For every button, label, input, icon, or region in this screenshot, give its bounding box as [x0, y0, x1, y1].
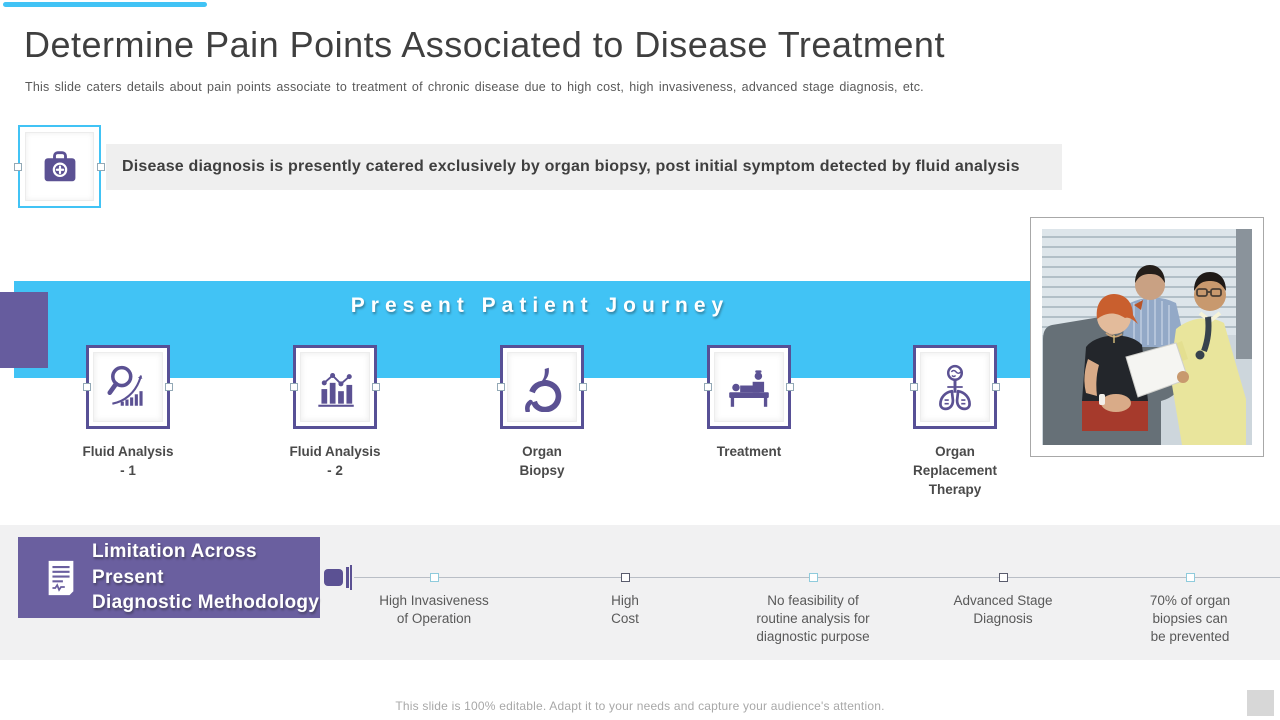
timeline-marker-3[interactable] — [808, 572, 818, 582]
fluid-analysis-search-icon — [107, 365, 143, 406]
selection-handle-left[interactable] — [290, 383, 298, 391]
page-subtitle: This slide caters details about pain poi… — [25, 80, 924, 94]
accent-top-bar — [3, 2, 207, 7]
step-label-organ-replacement: Organ Replacement Therapy — [912, 444, 998, 497]
step-label-fluid-analysis-1: Fluid Analysis - 1 — [82, 444, 174, 478]
timeline-marker-5[interactable] — [1185, 572, 1195, 582]
connector-bar — [346, 567, 349, 588]
medical-kit-icon — [44, 150, 75, 181]
journey-step-treatment[interactable] — [704, 345, 794, 429]
limitations-heading-box[interactable]: Limitation Across Present Diagnostic Met… — [18, 537, 320, 618]
step-label-fluid-analysis-2: Fluid Analysis - 2 — [289, 444, 381, 478]
step-panel — [715, 353, 783, 421]
selection-handle-right[interactable] — [165, 383, 173, 391]
limitations-heading: Limitation Across Present Diagnostic Met… — [92, 541, 320, 614]
timeline-marker-4[interactable] — [998, 572, 1008, 582]
limitation-label-1: High Invasiveness of Operation — [379, 593, 489, 627]
clipboard-report-icon — [48, 560, 74, 595]
step-panel — [94, 353, 162, 421]
medical-kit-panel — [26, 133, 93, 200]
selection-handle-left[interactable] — [83, 383, 91, 391]
journey-title: Present Patient Journey — [350, 294, 730, 317]
organ-lungs-icon — [939, 364, 971, 411]
limitation-label-4: Advanced Stage Diagnosis — [953, 593, 1053, 627]
journey-step-fluid-analysis-2[interactable] — [290, 345, 380, 429]
journey-step-fluid-analysis-1[interactable] — [83, 345, 173, 429]
corner-placeholder[interactable] — [1247, 690, 1274, 716]
connector-nub — [324, 569, 343, 586]
selection-handle-left[interactable] — [497, 383, 505, 391]
selection-handle-right[interactable] — [579, 383, 587, 391]
selection-handle-right[interactable] — [992, 383, 1000, 391]
highlight-text: Disease diagnosis is presently catered e… — [122, 158, 1020, 175]
consultation-photo-frame — [1030, 217, 1264, 457]
selection-handle-right[interactable] — [97, 162, 105, 171]
timeline-marker-1[interactable] — [429, 572, 439, 582]
selection-handle-left[interactable] — [704, 383, 712, 391]
journey-step-organ-biopsy[interactable] — [497, 345, 587, 429]
limitation-label-3: No feasibility of routine analysis for d… — [756, 593, 870, 645]
step-label-organ-biopsy: Organ Biopsy — [519, 444, 565, 478]
selection-handle-right[interactable] — [786, 383, 794, 391]
selection-handle-right[interactable] — [372, 383, 380, 391]
medical-kit-box[interactable] — [14, 125, 105, 208]
selection-handle-left[interactable] — [14, 162, 22, 171]
highlight-bar: Disease diagnosis is presently catered e… — [106, 144, 1062, 190]
step-panel — [301, 353, 369, 421]
step-panel — [921, 353, 989, 421]
limitation-label-2: High Cost — [611, 593, 639, 627]
selection-handle-left[interactable] — [910, 383, 918, 391]
step-panel — [508, 353, 576, 421]
patient-bed-icon — [729, 370, 769, 407]
stomach-icon — [525, 367, 562, 412]
left-accent-block — [0, 292, 48, 368]
page-title: Determine Pain Points Associated to Dise… — [24, 24, 945, 65]
footer-note: This slide is 100% editable. Adapt it to… — [395, 699, 885, 713]
connector-bar — [350, 565, 352, 590]
fluid-analysis-chart-icon — [318, 373, 354, 407]
consultation-photo — [1042, 229, 1252, 445]
limitation-label-5: 70% of organ biopsies can be prevented — [1149, 593, 1231, 645]
journey-step-organ-replacement[interactable] — [910, 345, 1000, 429]
step-label-treatment: Treatment — [716, 444, 782, 459]
timeline-marker-2[interactable] — [620, 572, 630, 582]
